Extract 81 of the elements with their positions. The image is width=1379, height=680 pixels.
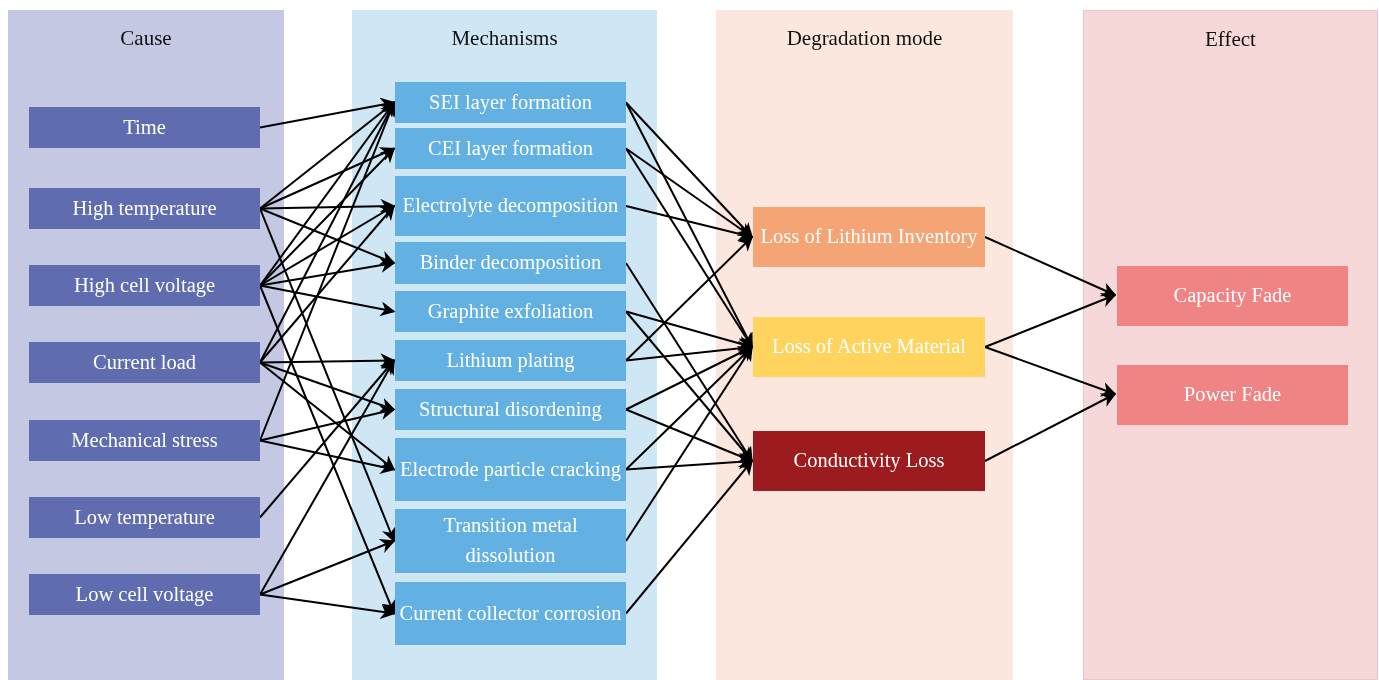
column-heading: Degradation mode <box>785 26 944 51</box>
arrow <box>259 593 396 620</box>
process-box <box>29 188 260 229</box>
arrow <box>259 101 395 287</box>
arrow <box>625 235 754 362</box>
process-box <box>395 242 626 284</box>
process-box <box>29 265 260 306</box>
column-band <box>8 10 284 680</box>
process-box <box>395 128 626 169</box>
box-label: Electrode particle cracking <box>400 456 621 483</box>
arrow <box>259 101 396 442</box>
arrow <box>259 361 396 413</box>
arrow <box>259 205 396 287</box>
arrow <box>625 147 753 349</box>
box-label: CEI layer formation <box>427 135 594 162</box>
process-box <box>29 342 260 383</box>
arrow <box>259 204 395 364</box>
box-label: Low temperature <box>74 504 215 531</box>
box-label: Low cell voltage <box>75 581 214 608</box>
box-label: Lithium plating <box>446 347 575 374</box>
process-box <box>29 497 260 538</box>
process-box <box>753 431 985 491</box>
box-label: Current load <box>92 349 196 375</box>
arrow <box>259 284 396 615</box>
arrow <box>259 361 396 471</box>
process-box <box>395 176 626 236</box>
arrow <box>259 405 396 442</box>
arrow <box>625 262 753 463</box>
arrow <box>259 359 395 519</box>
arrow <box>259 539 396 596</box>
box-label: Transition metal dissolution <box>442 513 579 568</box>
arrow <box>984 293 1117 348</box>
process-box <box>1117 266 1348 326</box>
box-label: Loss of Lithium Inventory <box>760 224 978 250</box>
column-band <box>1083 10 1378 680</box>
column-band <box>352 10 657 680</box>
box-label: Electrolyte decomposition <box>402 193 619 219</box>
box-label: Current collector corrosion <box>399 600 622 626</box>
box-label: Structural disordening <box>419 396 602 423</box>
column-heading: Mechanisms <box>450 26 559 51</box>
column-heading: Effect <box>1204 27 1257 52</box>
arrow <box>259 439 396 474</box>
process-box <box>1117 365 1348 425</box>
arrow <box>984 346 1117 397</box>
process-box <box>29 574 260 615</box>
arrow <box>259 353 396 369</box>
box-label: SEI layer formation <box>429 89 592 116</box>
column-heading: Cause <box>119 26 173 51</box>
process-box <box>395 82 626 123</box>
process-box <box>395 389 626 430</box>
box-label: Time <box>123 114 166 140</box>
process-box <box>395 582 626 645</box>
column-band <box>716 10 1013 680</box>
process-box <box>29 107 260 148</box>
arrow <box>259 359 395 596</box>
arrow <box>625 345 754 471</box>
process-box <box>753 317 985 377</box>
process-box <box>395 291 626 332</box>
arrow <box>984 393 1117 462</box>
arrow <box>259 284 396 317</box>
box-label: Capacity Fade <box>1173 283 1292 309</box>
arrow <box>625 459 753 615</box>
box-label: Graphite exfoliation <box>427 298 594 325</box>
process-box <box>29 420 260 461</box>
process-box <box>753 207 985 267</box>
box-label: High temperature <box>72 195 217 222</box>
arrow <box>625 147 754 238</box>
process-box <box>395 509 626 573</box>
box-label: Binder decomposition <box>419 250 602 276</box>
arrow <box>259 97 396 129</box>
process-box <box>395 438 626 501</box>
box-label: Power Fade <box>1183 382 1282 408</box>
process-box <box>395 340 626 381</box>
arrow <box>984 236 1117 297</box>
arrow <box>259 207 396 543</box>
arrow <box>625 345 753 542</box>
box-label: High cell voltage <box>73 272 216 299</box>
box-label: Conductivity Loss <box>793 448 945 474</box>
box-label: Mechanical stress <box>71 427 218 453</box>
arrow <box>259 207 396 265</box>
box-label: Loss of Active Material <box>771 334 967 360</box>
